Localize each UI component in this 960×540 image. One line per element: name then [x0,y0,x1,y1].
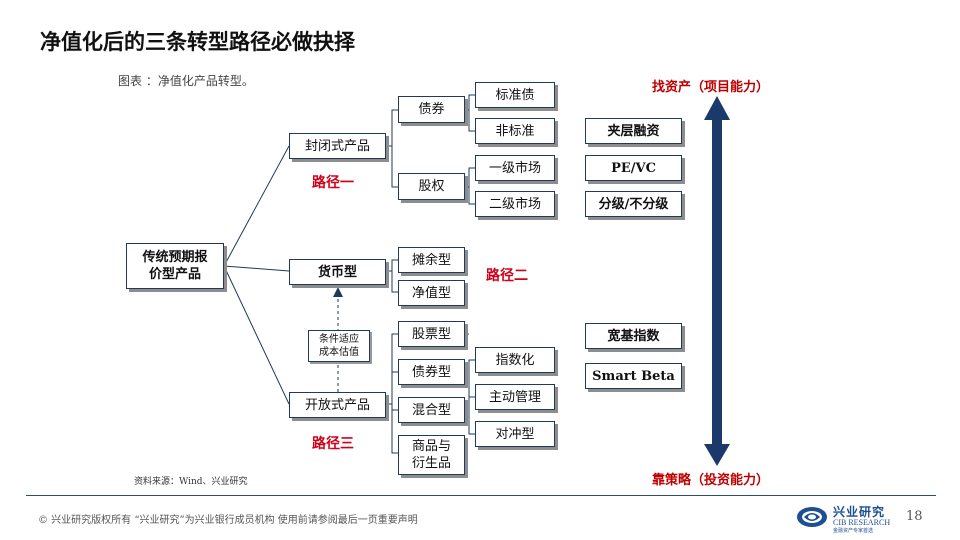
data-source: 资料来源：Wind、兴业研究 [134,477,248,487]
standard-bond-box: 标准债 [475,82,555,108]
root-to-closed-line [223,145,290,267]
axis-bottom-label: 靠策略（投资能力） [652,473,770,488]
commodity-derivatives-box: 商品与衍生品 [398,435,465,475]
footer-copyright: © 兴业研究版权所有 “兴业研究”为兴业银行成员机构 使用前请参阅最后一页重要声… [38,515,418,526]
primary-market-box: 一级市场 [475,155,555,181]
root-to-money-line [223,265,290,272]
nav-type-box: 净值型 [398,280,465,306]
hedge-box: 对冲型 [475,421,555,447]
equity-bracket [468,167,475,205]
path-three-label: 路径三 [312,436,354,452]
page-title: 净值化后的三条转型路径必做抉择 [40,30,355,54]
logo-text-cn: 兴业研究 [833,505,886,519]
pe-vc-box: PE/VC [585,155,682,181]
condition-valuation-box: 条件适应成本估值 [308,330,370,362]
open-product-box: 开放式产品 [289,392,386,418]
money-type-box: 货币型 [289,259,386,285]
capability-axis-arrow [704,96,730,466]
nonstandard-box: 非标准 [475,118,555,144]
stock-type-box: 股票型 [398,321,465,347]
figure-caption: 图表 ：净值化产品转型。 [118,74,254,88]
open-bracket [391,333,398,454]
mixed-type-box: 混合型 [398,397,465,423]
spread-type-box: 摊余型 [398,247,465,273]
equity-box: 股权 [398,173,465,200]
money-bracket [391,259,398,293]
tiered-box: 分级/不分级 [585,191,682,217]
bond-type-box: 债券型 [398,359,465,385]
axis-top-label: 找资产（项目能力） [652,80,770,95]
page-number: 18 [906,509,923,524]
mezzanine-financing-box: 夹层融资 [585,118,682,144]
root-product-box: 传统预期报价型产品 [126,243,224,289]
cib-research-logo: 兴业研究 CIB RESEARCH 金融资产专家首选 [796,503,896,534]
logo-text-en: CIB RESEARCH [833,518,891,527]
root-to-open-line [223,265,290,405]
footer-divider [26,495,936,496]
closed-bracket [391,109,398,188]
secondary-market-box: 二级市场 [475,191,555,217]
path-two-label: 路径二 [486,268,528,284]
index-box: 指数化 [475,347,555,373]
logo-tagline: 金融资产专家首选 [833,528,874,534]
bond-box: 债券 [398,96,465,123]
path-one-label: 路径一 [312,175,354,191]
smart-beta-box: Smart Beta [585,363,682,389]
cib-logo-icon [797,507,827,527]
bond-bracket [468,94,475,132]
active-management-box: 主动管理 [475,384,555,410]
closed-product-box: 封闭式产品 [289,133,386,159]
broad-index-box: 宽基指数 [585,323,682,349]
